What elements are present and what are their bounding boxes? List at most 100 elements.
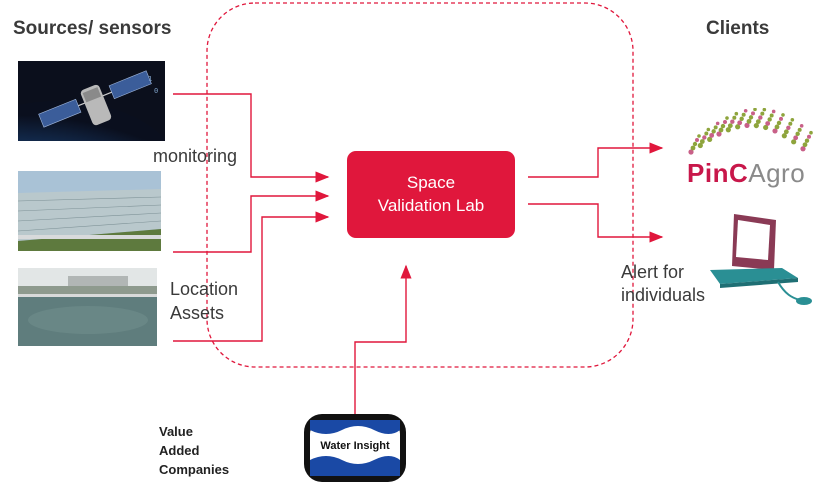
value-added-companies-label: Value Added Companies xyxy=(159,423,229,480)
water-basin-photo xyxy=(18,268,157,346)
logo-dot xyxy=(788,121,793,126)
logo-dot xyxy=(697,134,701,138)
logo-dot xyxy=(763,124,769,131)
logo-dot xyxy=(772,128,778,134)
logo-dot xyxy=(730,119,735,124)
pincagro-dots-icon xyxy=(688,108,813,155)
logo-dot xyxy=(809,130,813,135)
logo-dot xyxy=(743,108,748,113)
logo-dot xyxy=(795,131,800,137)
logo-dot xyxy=(793,135,799,141)
logo-dot xyxy=(771,109,776,114)
logo-dot xyxy=(707,136,713,142)
logo-dot xyxy=(781,133,787,139)
logo-dot xyxy=(783,129,789,135)
arrow-satellite-to-lab xyxy=(173,93,330,183)
logo-dot xyxy=(748,115,754,120)
logo-dot xyxy=(725,116,729,120)
logo-dot xyxy=(765,121,771,126)
location-label: Location xyxy=(170,279,239,299)
assets-label: Assets xyxy=(170,303,225,323)
logo-dot xyxy=(767,117,772,122)
arrow-waterinsight-to-lab xyxy=(354,264,412,414)
computer-icon xyxy=(710,214,812,305)
logo-dot xyxy=(746,118,752,124)
logo-dot xyxy=(695,138,699,142)
logo-dot xyxy=(723,120,727,125)
arrow-lab-to-pincagro xyxy=(528,142,664,178)
logo-dot xyxy=(697,142,703,149)
logo-dot xyxy=(776,120,782,126)
logo-dot xyxy=(734,111,739,116)
logo-dot xyxy=(760,111,765,116)
logo-dot xyxy=(718,127,724,133)
logo-dot xyxy=(779,116,783,121)
logo-dot xyxy=(692,141,698,147)
logo-dot xyxy=(711,129,716,134)
validation-region-boundary xyxy=(206,2,634,368)
companies-text: Companies xyxy=(159,461,230,477)
logo-dot xyxy=(755,119,761,124)
logo-dot xyxy=(781,113,785,117)
value-text: Value xyxy=(159,424,193,439)
logo-dot xyxy=(706,127,711,132)
logo-dot xyxy=(790,117,795,122)
logo-dot xyxy=(690,145,696,151)
logo-dot xyxy=(739,116,744,121)
logo-dot xyxy=(741,112,746,117)
pinc-bold-text: PinC xyxy=(687,158,749,188)
logo-dot xyxy=(758,115,763,120)
logo-dot xyxy=(800,146,806,152)
logo-dot xyxy=(762,108,767,112)
water-basin-icon xyxy=(18,268,157,346)
greenhouse-photo xyxy=(18,171,161,251)
logo-dot xyxy=(807,134,811,139)
logo-dot xyxy=(744,122,750,128)
pinc-agro-text: Agro xyxy=(748,158,806,188)
water-insight-text: Water Insight xyxy=(320,440,390,452)
logo-dot xyxy=(799,124,804,128)
water-insight-logo: Water Insight xyxy=(304,414,406,482)
logo-dot xyxy=(797,127,802,132)
satellite-photo: 1 0 xyxy=(18,61,165,141)
arrow-lab-to-computer xyxy=(528,203,664,243)
logo-dot xyxy=(751,111,755,116)
alert-label-line1: Alert for xyxy=(621,262,685,282)
added-text: Added xyxy=(159,442,200,458)
pincagro-logo: PinCAgro xyxy=(683,108,813,188)
water-insight-icon xyxy=(310,420,400,476)
logo-dot xyxy=(725,127,731,133)
satellite-icon: 1 0 xyxy=(18,61,165,141)
logo-dot xyxy=(802,142,808,148)
computer-terminal xyxy=(700,212,812,312)
clients-heading: Clients xyxy=(706,18,770,39)
arrow-basin-to-lab xyxy=(173,211,330,342)
svg-text:1: 1 xyxy=(148,75,152,83)
logo-dot xyxy=(720,123,726,129)
logo-dot xyxy=(735,124,741,130)
greenhouse-icon xyxy=(18,171,161,251)
logo-dot xyxy=(709,132,715,138)
logo-dot xyxy=(716,131,722,137)
logo-dot xyxy=(737,120,743,126)
lab-line2: Validation Lab xyxy=(377,195,485,215)
logo-dot xyxy=(804,138,810,143)
logo-dot xyxy=(769,113,774,118)
logo-dot xyxy=(688,149,694,155)
alert-label-line2: individuals xyxy=(621,285,706,305)
logo-dot xyxy=(753,122,759,129)
logo-dot xyxy=(791,139,797,145)
space-validation-lab-box: Space Validation Lab xyxy=(347,151,515,238)
sources-heading: Sources/ sensors xyxy=(13,18,172,39)
logo-dot xyxy=(732,115,737,120)
logo-dot xyxy=(753,108,757,112)
logo-dot xyxy=(704,131,709,136)
logo-dot xyxy=(699,139,705,144)
logo-dot xyxy=(715,121,720,126)
logo-dot xyxy=(702,135,707,140)
logo-dot xyxy=(774,124,780,130)
logo-dot xyxy=(727,123,733,129)
logo-dot xyxy=(713,125,718,130)
svg-text:0: 0 xyxy=(154,87,158,95)
